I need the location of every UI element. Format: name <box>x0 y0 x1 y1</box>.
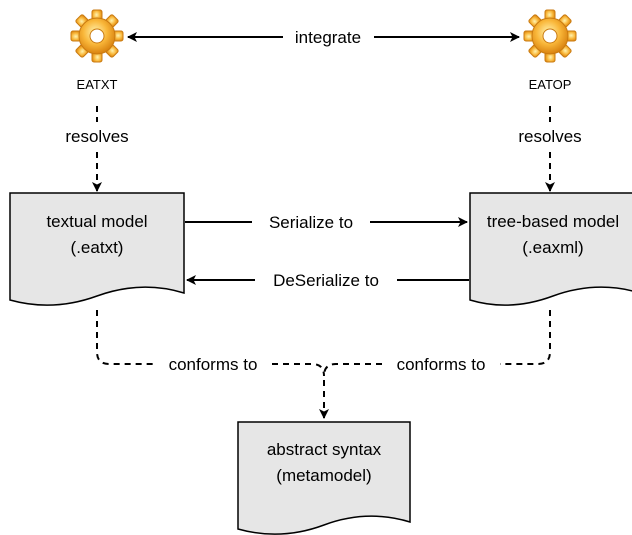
eatxt-label: EATXT <box>77 77 118 92</box>
conforms-left-join <box>272 363 325 377</box>
deserialize-label: DeSerialize to <box>273 271 379 290</box>
conforms-left-label: conforms to <box>169 355 258 374</box>
conforms-right-label: conforms to <box>397 355 486 374</box>
resolves-right-label: resolves <box>518 127 581 146</box>
tree-model-title: tree-based model <box>487 212 619 231</box>
conforms-right-line <box>500 310 551 365</box>
textual-model-document[interactable]: textual model (.eatxt) <box>9 192 185 306</box>
gear-icon[interactable] <box>523 9 577 63</box>
abstract-syntax-subtitle: (metamodel) <box>276 466 371 485</box>
textual-model-extension: (.eatxt) <box>71 238 124 257</box>
gear-icon[interactable] <box>70 9 124 63</box>
eatop-label: EATOP <box>529 77 572 92</box>
conforms-right-join <box>323 363 382 377</box>
resolves-left-label: resolves <box>65 127 128 146</box>
textual-model-title: textual model <box>46 212 147 231</box>
tree-model-extension: (.eaxml) <box>522 238 583 257</box>
tree-model-document[interactable]: tree-based model (.eaxml) <box>469 192 632 306</box>
conforms-left-line <box>96 310 155 365</box>
integrate-label: integrate <box>295 28 361 47</box>
abstract-syntax-document[interactable]: abstract syntax (metamodel) <box>237 421 411 535</box>
abstract-syntax-title: abstract syntax <box>267 440 382 459</box>
serialize-label: Serialize to <box>269 213 353 232</box>
